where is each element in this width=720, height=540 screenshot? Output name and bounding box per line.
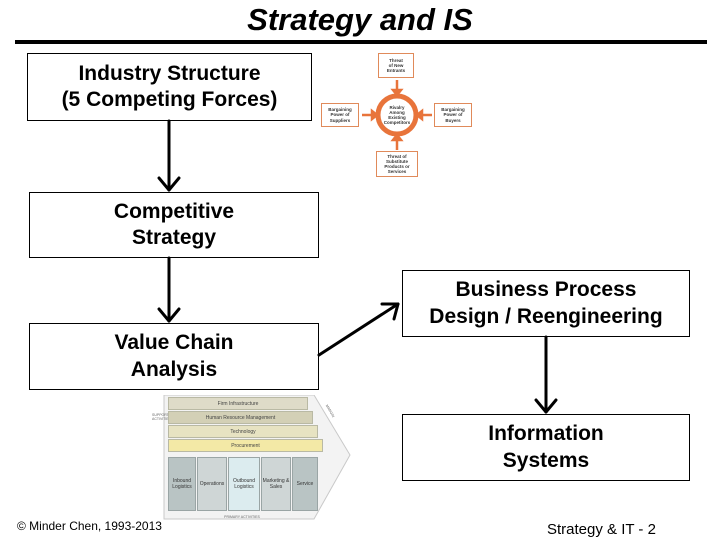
rivalry-label: Rivalry Among Existing Competitors <box>383 104 411 126</box>
arrow-value-chain-to-business-process <box>317 302 400 357</box>
suppliers-box: Bargaining Power of Suppliers <box>321 103 359 127</box>
support-procurement: Procurement <box>168 439 323 452</box>
value-chain-label: Value Chain Analysis <box>114 331 234 381</box>
primary-activities-label: PRIMARY ACTIVITIES <box>224 515 260 519</box>
substitutes-box: Threat of Substitute Products or Service… <box>376 151 418 177</box>
industry-structure-label: Industry Structure (5 Competing Forces) <box>61 61 278 111</box>
competitive-strategy-box: Competitive Strategy <box>29 192 319 258</box>
value-chain-graphic: SUPPORT ACTIVITIES Firm Infrastructure H… <box>152 395 352 525</box>
new-entrants-box: Threat of New Entrants <box>378 53 414 78</box>
support-hr-management: Human Resource Management <box>168 411 313 424</box>
buyers-box: Bargaining Power of Buyers <box>434 103 472 127</box>
title-underline <box>15 40 707 44</box>
primary-marketing-sales: Marketing & Sales <box>261 457 291 511</box>
primary-inbound-logistics: Inbound Logistics <box>168 457 196 511</box>
primary-operations: Operations <box>197 457 227 511</box>
information-systems-box: Information Systems <box>402 414 690 481</box>
competitive-strategy-label: Competitive Strategy <box>113 199 235 249</box>
primary-service: Service <box>292 457 318 511</box>
support-technology: Technology <box>168 425 318 438</box>
copyright-footer: © Minder Chen, 1993-2013 <box>17 519 162 533</box>
support-activities-label: SUPPORT ACTIVITIES <box>152 413 172 421</box>
five-forces-graphic: Threat of New Entrants Bargaining Power … <box>318 50 478 180</box>
business-process-label: Business Process Design / Reengineering <box>429 278 663 328</box>
information-systems-label: Information Systems <box>488 422 604 472</box>
support-firm-infrastructure: Firm Infrastructure <box>168 397 308 410</box>
industry-structure-box: Industry Structure (5 Competing Forces) <box>27 53 312 121</box>
business-process-box: Business Process Design / Reengineering <box>402 270 690 337</box>
slide-title: Strategy and IS <box>247 2 473 37</box>
value-chain-box: Value Chain Analysis <box>29 323 319 390</box>
page-number-footer: Strategy & IT - 2 <box>547 521 656 538</box>
primary-outbound-logistics: Outbound Logistics <box>228 457 260 511</box>
